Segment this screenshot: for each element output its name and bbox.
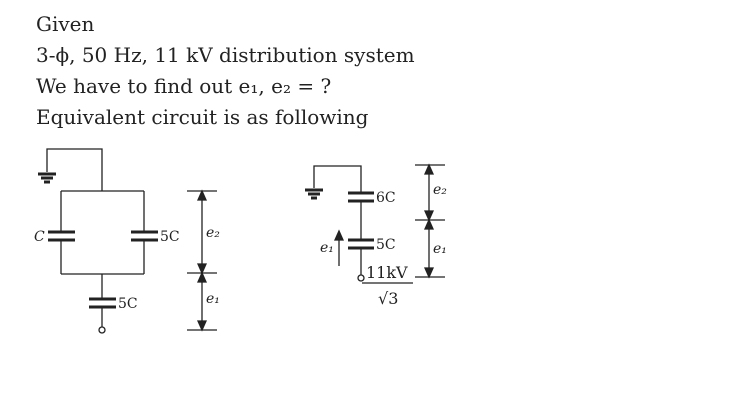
label-e1-right: e₁ bbox=[433, 241, 447, 257]
dimension-arrows bbox=[187, 189, 217, 332]
label-e1-arrow: e₁ bbox=[320, 240, 334, 256]
equivalent-line: Equivalent circuit is as following bbox=[36, 105, 369, 129]
label-6c: 6C bbox=[376, 190, 396, 206]
dimension-arrows bbox=[415, 163, 445, 279]
label-e1-left: e₁ bbox=[206, 291, 220, 307]
capacitor-5c-right bbox=[131, 230, 158, 242]
capacitor-5c bbox=[348, 238, 374, 250]
capacitor-c bbox=[48, 230, 75, 242]
label-5c: 5C bbox=[376, 237, 396, 253]
right-circuit bbox=[305, 163, 445, 284]
label-5c-right: 5C bbox=[160, 229, 180, 245]
capacitor-5c-bottom bbox=[89, 297, 116, 309]
voltage-numerator: 11kV bbox=[366, 263, 408, 282]
label-5c-bottom: 5C bbox=[118, 296, 138, 312]
given-line: Given bbox=[36, 12, 95, 36]
question-line: We have to find out e₁, e₂ = ? bbox=[36, 74, 332, 98]
label-c: C bbox=[34, 229, 45, 245]
label-e2-right: e₂ bbox=[433, 182, 447, 198]
ground-icon bbox=[38, 172, 56, 184]
ground-icon bbox=[305, 188, 323, 200]
voltage-denominator: √3 bbox=[378, 289, 398, 308]
capacitor-6c bbox=[348, 191, 374, 203]
system-line: 3-ϕ, 50 Hz, 11 kV distribution system bbox=[36, 43, 415, 67]
label-e2-left: e₂ bbox=[206, 225, 220, 241]
e1-arrow-icon bbox=[333, 229, 345, 266]
left-circuit bbox=[38, 148, 217, 334]
